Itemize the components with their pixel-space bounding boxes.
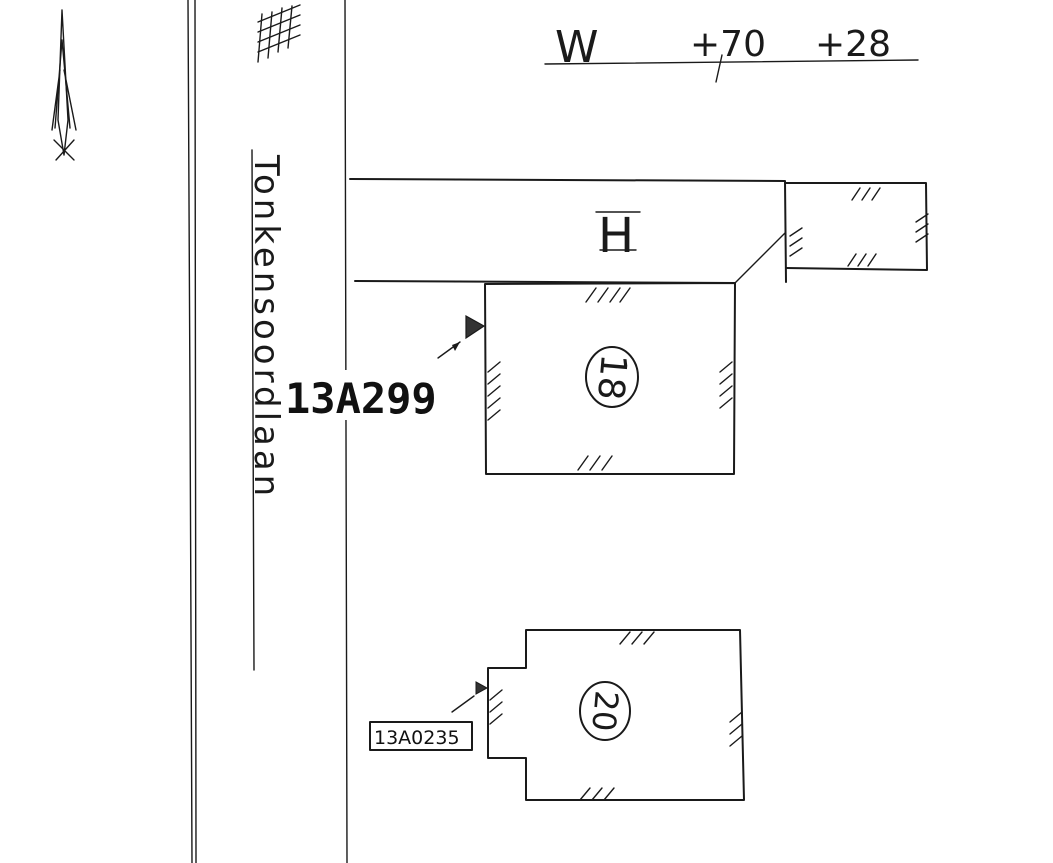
street-borders [187,0,348,863]
meter-label-secondary: 13A0235 [374,727,460,749]
house-number-lower: 20 [584,689,625,733]
reference-line: W +70 +28 [544,22,919,83]
house-number-upper: 18 [589,352,634,401]
side-shed [785,182,929,271]
diagonal-connector [734,232,786,284]
reference-value-b: +28 [815,24,891,65]
house-18: 18 [484,282,736,475]
annex-symbol: H [598,208,634,264]
hatch-grid-icon [257,4,301,63]
meter-label-secondary-box: 13A0235 [369,721,473,751]
street-name: Tonkensoordlaan [246,154,286,500]
annex-strip: H [349,178,787,284]
reference-value-a: +70 [690,24,766,65]
connection-triangle-icon [451,681,489,713]
meter-label-primary-bg [285,370,477,420]
house-20: 20 [487,629,745,801]
reference-prefix: W [555,22,599,73]
meter-label-primary: 13A299 [285,374,437,423]
north-arrow-icon [51,9,77,161]
connection-triangle-icon [437,314,486,359]
